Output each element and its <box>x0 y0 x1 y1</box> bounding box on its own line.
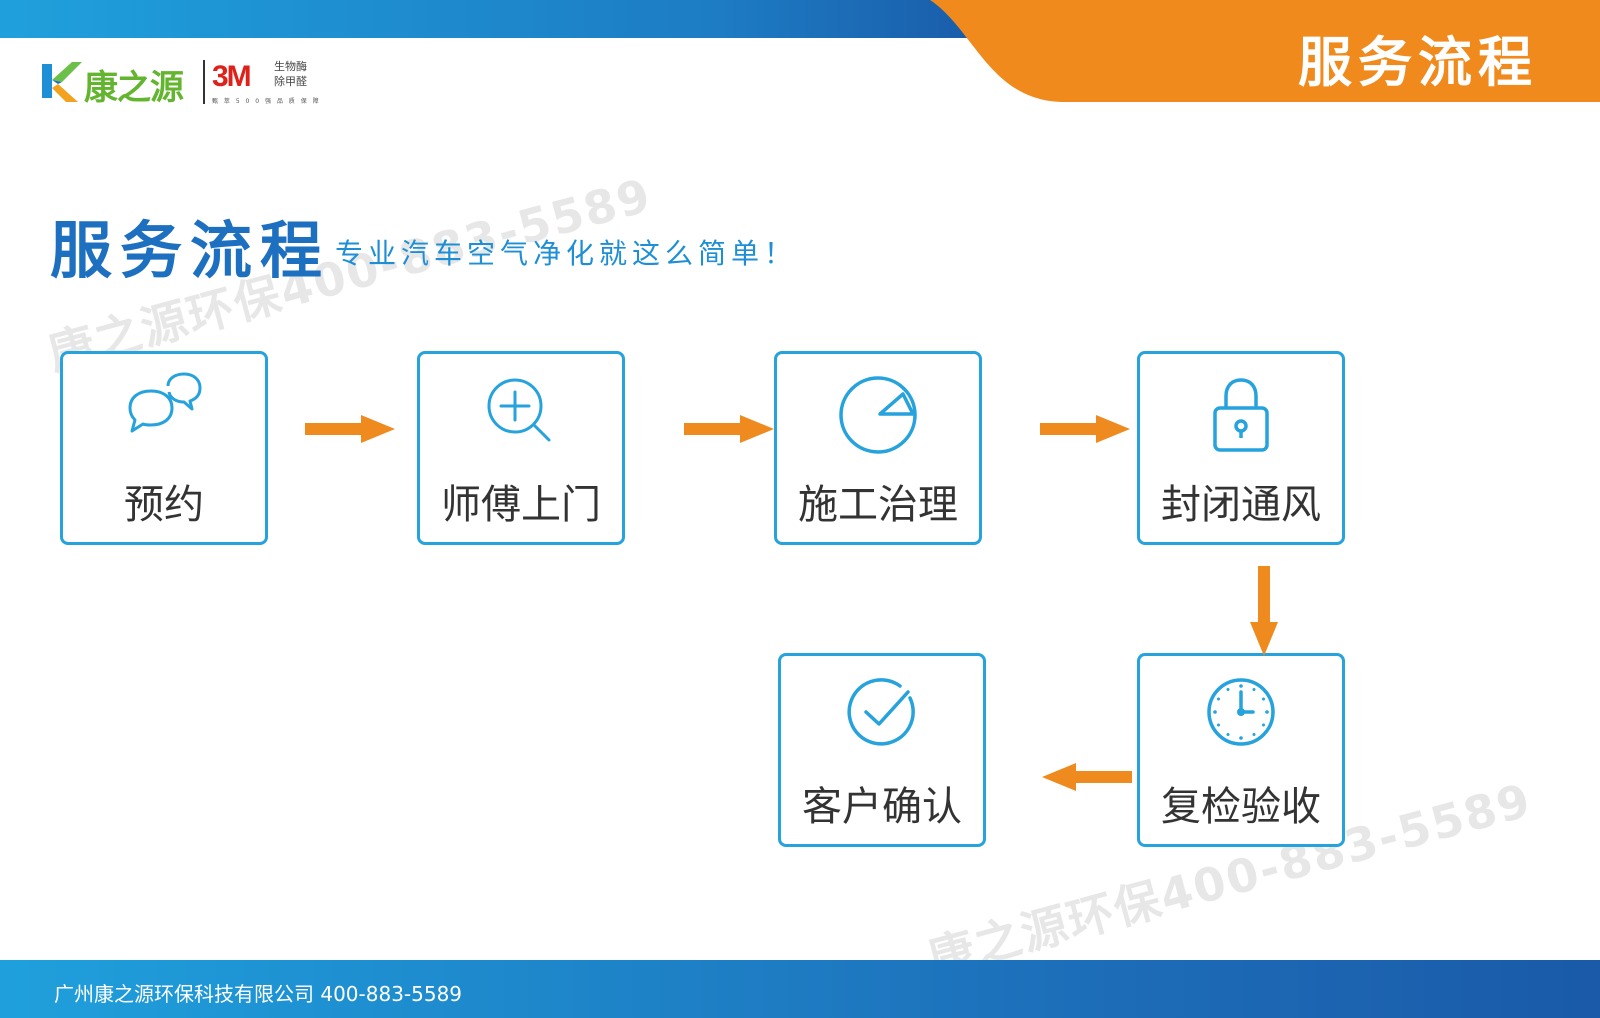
header-orange-band <box>930 0 1600 102</box>
arrow-right-icon <box>1040 415 1130 443</box>
page-title: 服务流程 <box>50 214 331 287</box>
zoom-in-icon <box>487 378 551 442</box>
header-title: 服务流程 <box>1298 31 1538 94</box>
check-circle-icon <box>847 678 915 746</box>
step-label: 复检验收 <box>1161 784 1321 830</box>
page-subtitle: 专业汽车空气净化就这么简单！ <box>335 237 798 270</box>
pie-chart-icon <box>839 376 917 454</box>
footer-company-info: 广州康之源环保科技有限公司 400-883-5589 <box>54 982 463 1006</box>
footer-bar: 广州康之源环保科技有限公司 400-883-5589 <box>0 960 1600 1018</box>
step-label: 客户确认 <box>802 784 962 830</box>
step-label: 施工治理 <box>798 482 958 528</box>
arrow-right-icon <box>305 415 395 443</box>
logo-tagline: 甄 萃 5 0 0 强 品 质 保 障 <box>212 98 321 105</box>
arrow-right-icon <box>684 415 774 443</box>
arrow-down-icon <box>1250 566 1278 656</box>
company-logo: 康之源 3M 生物酶除甲醛 甄 萃 5 0 0 强 品 质 保 障 <box>38 56 328 108</box>
clock-icon <box>1207 678 1275 746</box>
step-label: 师傅上门 <box>441 482 601 528</box>
logo-name: 康之源 <box>84 68 184 108</box>
step-card-seal-ventilate: 封闭通风 <box>1137 351 1345 545</box>
step-card-reinspection: 复检验收 <box>1137 653 1345 847</box>
step-label: 预约 <box>124 482 204 528</box>
chat-bubbles-icon <box>128 372 202 433</box>
step-card-customer-confirm: 客户确认 <box>778 653 986 847</box>
arrow-left-icon <box>1042 763 1132 791</box>
logo-3m: 3M <box>212 60 252 93</box>
logo-subtitle: 生物酶除甲醛 <box>274 60 307 88</box>
logo-divider <box>203 60 205 104</box>
step-label: 封闭通风 <box>1161 482 1321 528</box>
step-card-treatment: 施工治理 <box>774 351 982 545</box>
lock-icon <box>1213 378 1269 452</box>
step-card-appointment: 预约 <box>60 351 268 545</box>
step-card-technician-visit: 师傅上门 <box>417 351 625 545</box>
logo-mark-icon <box>42 62 82 102</box>
